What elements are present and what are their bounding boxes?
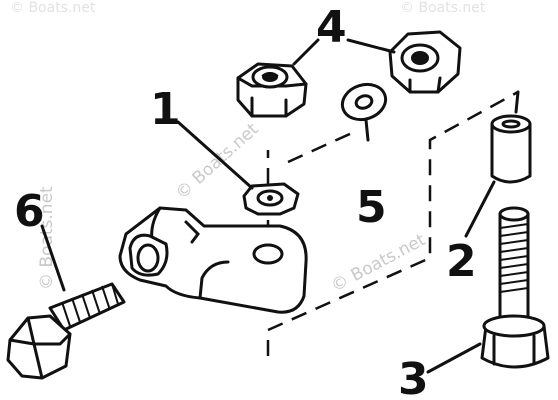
lever-link bbox=[118, 206, 308, 314]
watermark-top-left: © Boats.net bbox=[10, 0, 96, 16]
callout-5: 5 bbox=[356, 182, 387, 233]
small-nut bbox=[242, 182, 300, 216]
watermark-right: © Boats.net bbox=[328, 230, 429, 297]
leader-lines bbox=[40, 38, 520, 374]
spacer bbox=[490, 114, 532, 184]
callout-6: 6 bbox=[14, 186, 45, 237]
callout-1: 1 bbox=[150, 84, 181, 135]
watermark-top-right: © Boats.net bbox=[400, 0, 486, 16]
callout-4: 4 bbox=[316, 2, 347, 53]
hex-bolt bbox=[6, 282, 126, 380]
washer bbox=[340, 82, 388, 122]
callout-3: 3 bbox=[398, 354, 429, 400]
lock-nut-left bbox=[236, 62, 308, 118]
assembly-dashed-lines bbox=[49, 90, 519, 356]
lock-nut-right bbox=[388, 30, 462, 94]
shoulder-bolt bbox=[480, 206, 550, 369]
callout-2: 2 bbox=[446, 236, 477, 287]
